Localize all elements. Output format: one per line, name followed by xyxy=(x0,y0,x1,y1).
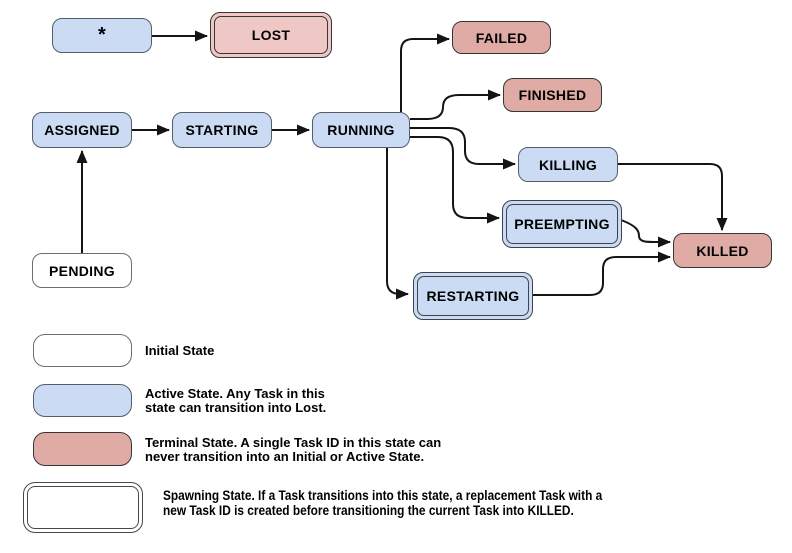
legend-swatch-active xyxy=(33,384,132,417)
state-label-assigned: ASSIGNED xyxy=(44,122,120,138)
edge-running-finished xyxy=(410,89,501,120)
legend-swatch-terminal xyxy=(33,432,132,466)
legend-label-spawning: Spawning State. If a Task transitions in… xyxy=(163,488,602,518)
legend-spawning-line2: new Task ID is created before transition… xyxy=(163,503,574,518)
legend-terminal-line2: never transition into an Initial or Acti… xyxy=(145,448,425,464)
edge-restarting-killed xyxy=(533,251,671,296)
legend-label-active: Active State. Any Task in this state can… xyxy=(145,387,326,414)
state-label-lost: LOST xyxy=(251,27,291,43)
state-label-restarting: RESTARTING xyxy=(426,288,520,304)
legend-active-line1: Active State. Any Task in this xyxy=(145,386,325,401)
legend-swatch-initial xyxy=(33,334,132,367)
edge-killing-killed xyxy=(618,163,728,231)
state-label-killed: KILLED xyxy=(696,242,749,259)
state-node-assigned: ASSIGNED xyxy=(32,112,132,148)
state-node-failed: FAILED xyxy=(452,21,551,54)
state-node-preempting: PREEMPTING xyxy=(502,200,622,248)
state-label-preempting: PREEMPTING xyxy=(514,216,610,232)
legend-label-initial: Initial State xyxy=(145,344,214,358)
state-label-killing: KILLING xyxy=(538,156,598,173)
legend-initial-text: Initial State xyxy=(145,343,215,358)
edge-running-preempting xyxy=(410,136,500,224)
state-node-restarting: RESTARTING xyxy=(413,272,533,320)
inner-border xyxy=(27,486,139,529)
state-node-finished: FINISHED xyxy=(503,78,602,112)
state-label-finished: FINISHED xyxy=(518,87,587,103)
legend-label-terminal: Terminal State. A single Task ID in this… xyxy=(145,436,441,463)
state-label-pending: PENDING xyxy=(49,262,115,279)
state-node-killing: KILLING xyxy=(518,147,618,182)
state-label-starting: STARTING xyxy=(185,122,259,138)
state-label-any: * xyxy=(97,24,107,46)
state-node-lost: LOST xyxy=(210,12,332,58)
edge-preempting-killed xyxy=(620,219,671,248)
state-label-running: RUNNING xyxy=(327,122,395,138)
edge-running-restarting xyxy=(386,148,409,300)
legend-swatch-spawning xyxy=(23,482,143,533)
state-node-running: RUNNING xyxy=(312,112,410,148)
legend-spawning-line1: Spawning State. If a Task transitions in… xyxy=(163,488,603,503)
state-node-starting: STARTING xyxy=(172,112,272,148)
state-node-any: * xyxy=(52,18,152,53)
legend-terminal-line1: Terminal State. A single Task ID in this… xyxy=(145,435,442,450)
state-node-pending: PENDING xyxy=(32,253,132,288)
state-node-killed: KILLED xyxy=(673,233,772,268)
edge-running-failed xyxy=(400,33,450,112)
edge-running-killing xyxy=(410,127,516,170)
legend-active-line2: state can transition into Lost. xyxy=(145,399,327,415)
state-label-failed: FAILED xyxy=(475,29,528,46)
